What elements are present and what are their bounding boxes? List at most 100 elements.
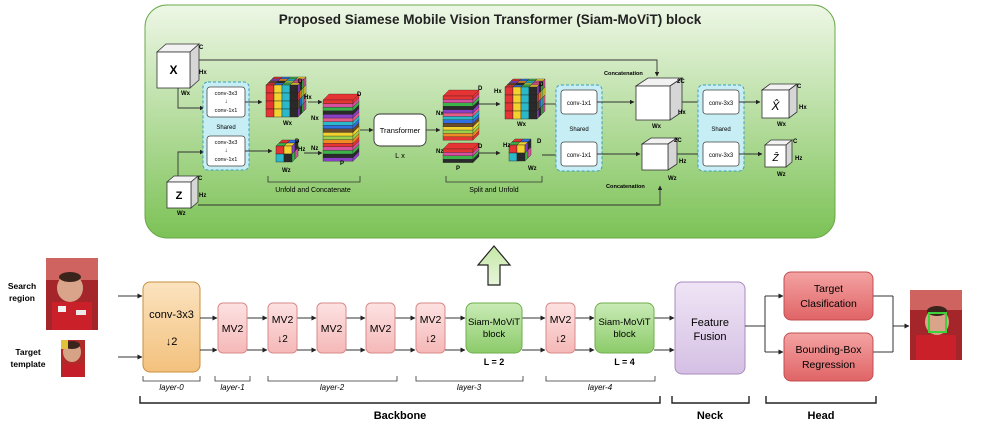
feature-cube-x-unfold bbox=[265, 76, 307, 118]
dim-wz-2: Wz bbox=[528, 166, 537, 172]
shared-label-3: Shared bbox=[711, 127, 730, 133]
concatenation-z-label: Concatenation bbox=[606, 184, 645, 190]
dim-hz-3: Hz bbox=[679, 159, 686, 165]
token-slice bbox=[322, 132, 354, 137]
token-slice bbox=[442, 133, 474, 137]
cube-cell bbox=[265, 100, 275, 110]
concat-cube-z bbox=[640, 137, 679, 171]
mv2-block-layer3-down: MV2 ↓2 bbox=[415, 302, 446, 354]
token-slice bbox=[442, 109, 474, 114]
bbox-regression-block bbox=[783, 332, 874, 382]
z-label: Z bbox=[176, 190, 183, 202]
dim-p-1: P bbox=[340, 161, 344, 167]
conv3x3-x-label: conv-3x3 bbox=[709, 101, 734, 107]
cube-cell bbox=[520, 102, 530, 112]
token-slice bbox=[322, 128, 354, 133]
cube-cell bbox=[273, 108, 283, 118]
conv-pair-x-top: conv-3x3 bbox=[215, 91, 238, 97]
stem-down-label: ↓2 bbox=[166, 336, 178, 348]
token-slice bbox=[442, 136, 474, 141]
token-slice bbox=[472, 142, 480, 153]
dim-d-6: D bbox=[539, 82, 544, 88]
feature-fusion-label-1: Feature bbox=[691, 317, 729, 329]
dim-d-3: D bbox=[357, 92, 362, 98]
dim-hx-4: Hx bbox=[799, 105, 807, 111]
feature-cube-z-split bbox=[508, 138, 532, 162]
x-input-cube: X C Hx Wx bbox=[155, 43, 207, 97]
cube-cell bbox=[289, 108, 299, 118]
token-slice bbox=[322, 93, 360, 101]
cube-cell bbox=[289, 100, 299, 110]
token-slice bbox=[352, 93, 360, 104]
search-region-image bbox=[46, 258, 98, 330]
layer-1-label: layer-1 bbox=[220, 383, 244, 392]
siam-movit-block-layer3: Siam-MoViT block bbox=[465, 302, 523, 354]
dim-d-4: D bbox=[478, 86, 483, 92]
conv1x1-x-label: conv-1x1 bbox=[567, 101, 592, 107]
token-slice bbox=[322, 146, 354, 151]
dim-nx-2: Nx bbox=[436, 111, 444, 117]
token-slice bbox=[322, 121, 354, 126]
shared-label-1: Shared bbox=[216, 125, 235, 131]
cube-cell bbox=[508, 152, 518, 162]
dim-nx-1: Nx bbox=[311, 116, 319, 122]
unfold-concat-label: Unfold and Concatenate bbox=[275, 187, 351, 194]
cube-cell bbox=[281, 108, 291, 118]
cube-cell bbox=[516, 144, 526, 154]
mv2-down-label: ↓2 bbox=[425, 334, 436, 345]
dim-wz-3: Wz bbox=[668, 176, 677, 182]
dim-hx-2: Hx bbox=[494, 89, 502, 95]
mv2-block-layer4-down: MV2 ↓2 bbox=[545, 302, 576, 354]
dim-2c-z: 2C bbox=[674, 138, 682, 144]
mv2-block-layer2-down: MV2 ↓2 bbox=[267, 302, 298, 354]
token-slice bbox=[442, 106, 474, 110]
cube-cell bbox=[275, 153, 285, 163]
dim-2c-x: 2C bbox=[677, 79, 685, 85]
token-slice bbox=[472, 89, 480, 100]
cube-cell bbox=[527, 146, 532, 159]
cube-cell bbox=[281, 100, 291, 110]
mv2-label: MV2 bbox=[222, 323, 244, 335]
cube-cell bbox=[283, 145, 293, 155]
layer-0-label: layer-0 bbox=[159, 383, 184, 392]
cube-cell bbox=[540, 104, 544, 116]
z-w-label: Wz bbox=[177, 211, 186, 217]
stem-conv-label: conv-3x3 bbox=[149, 309, 194, 321]
concatenation-x-label: Concatenation bbox=[604, 71, 643, 77]
cube-cell bbox=[299, 104, 303, 116]
tracking-bounding-box bbox=[928, 312, 947, 333]
cube-cell bbox=[504, 86, 514, 96]
dim-d-2: D bbox=[295, 139, 300, 145]
x-h-label: Hx bbox=[199, 70, 207, 76]
dim-wx-1: Wx bbox=[283, 121, 293, 127]
conv3x3-z-label: conv-3x3 bbox=[709, 153, 734, 159]
cube-cell bbox=[289, 92, 299, 102]
token-slice bbox=[442, 129, 474, 134]
target-label-1: Target bbox=[15, 347, 41, 357]
conv-pair-z-arrow: ↓ bbox=[225, 148, 228, 154]
token-slice bbox=[442, 99, 474, 103]
cube-cell bbox=[504, 102, 514, 112]
dim-d-5: D bbox=[478, 144, 483, 150]
expand-up-arrow bbox=[476, 245, 512, 286]
feature-fusion-block bbox=[674, 281, 746, 375]
mv2-down-label: ↓2 bbox=[555, 334, 566, 345]
siam-movit-label-1: Siam-MoViT bbox=[468, 317, 520, 328]
token-slice bbox=[322, 125, 354, 129]
layer-3-label: layer-3 bbox=[457, 383, 482, 392]
cube-cell bbox=[289, 84, 299, 94]
cube-cell bbox=[512, 102, 522, 112]
token-slice bbox=[442, 112, 474, 117]
z-h-label: Hz bbox=[199, 193, 206, 199]
token-slice bbox=[322, 103, 354, 108]
dim-wx-2: Wx bbox=[517, 122, 527, 128]
dim-hz-2: Hz bbox=[503, 143, 510, 149]
token-slice bbox=[322, 117, 354, 122]
cube-cell bbox=[542, 102, 546, 114]
cube-cell bbox=[273, 84, 283, 94]
x-w-label: Wx bbox=[181, 91, 191, 97]
cube-cell bbox=[303, 100, 307, 112]
dim-p-2: P bbox=[456, 166, 460, 172]
dim-c-xhat: C bbox=[797, 84, 802, 90]
